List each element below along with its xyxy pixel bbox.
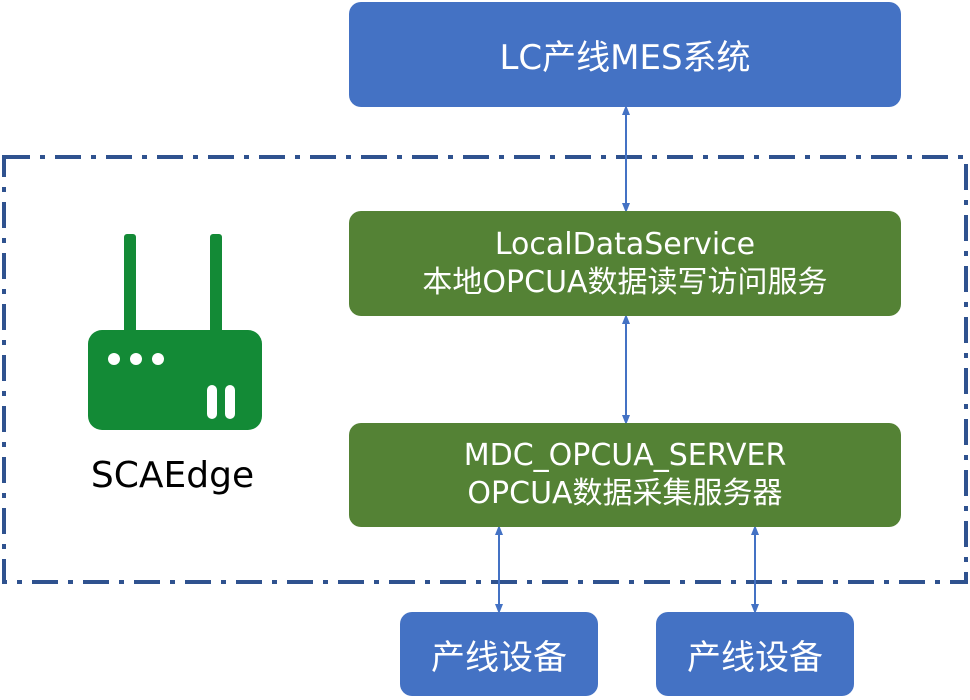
mdc-server-name: MDC_OPCUA_SERVER xyxy=(463,438,787,473)
device-label-1: 产线设备 xyxy=(431,637,567,678)
mes-system-label: LC产线MES系统 xyxy=(499,38,751,78)
mdc-server-desc: OPCUA数据采集服务器 xyxy=(467,476,783,511)
device-box-1: 产线设备 xyxy=(400,612,598,696)
gateway-router-icon xyxy=(88,234,262,430)
device-box-2: 产线设备 xyxy=(656,612,854,696)
local-data-service-box: LocalDataService 本地OPCUA数据读写访问服务 xyxy=(349,211,901,316)
local-data-service-desc: 本地OPCUA数据读写访问服务 xyxy=(422,264,828,300)
mes-system-box: LC产线MES系统 xyxy=(349,2,901,107)
mdc-server-box: MDC_OPCUA_SERVER OPCUA数据采集服务器 xyxy=(349,423,901,527)
scaedge-label: SCAEdge xyxy=(90,455,255,496)
device-label-2: 产线设备 xyxy=(687,637,823,678)
scaedge-boundary xyxy=(2,155,968,584)
local-data-service-name: LocalDataService xyxy=(494,226,756,262)
